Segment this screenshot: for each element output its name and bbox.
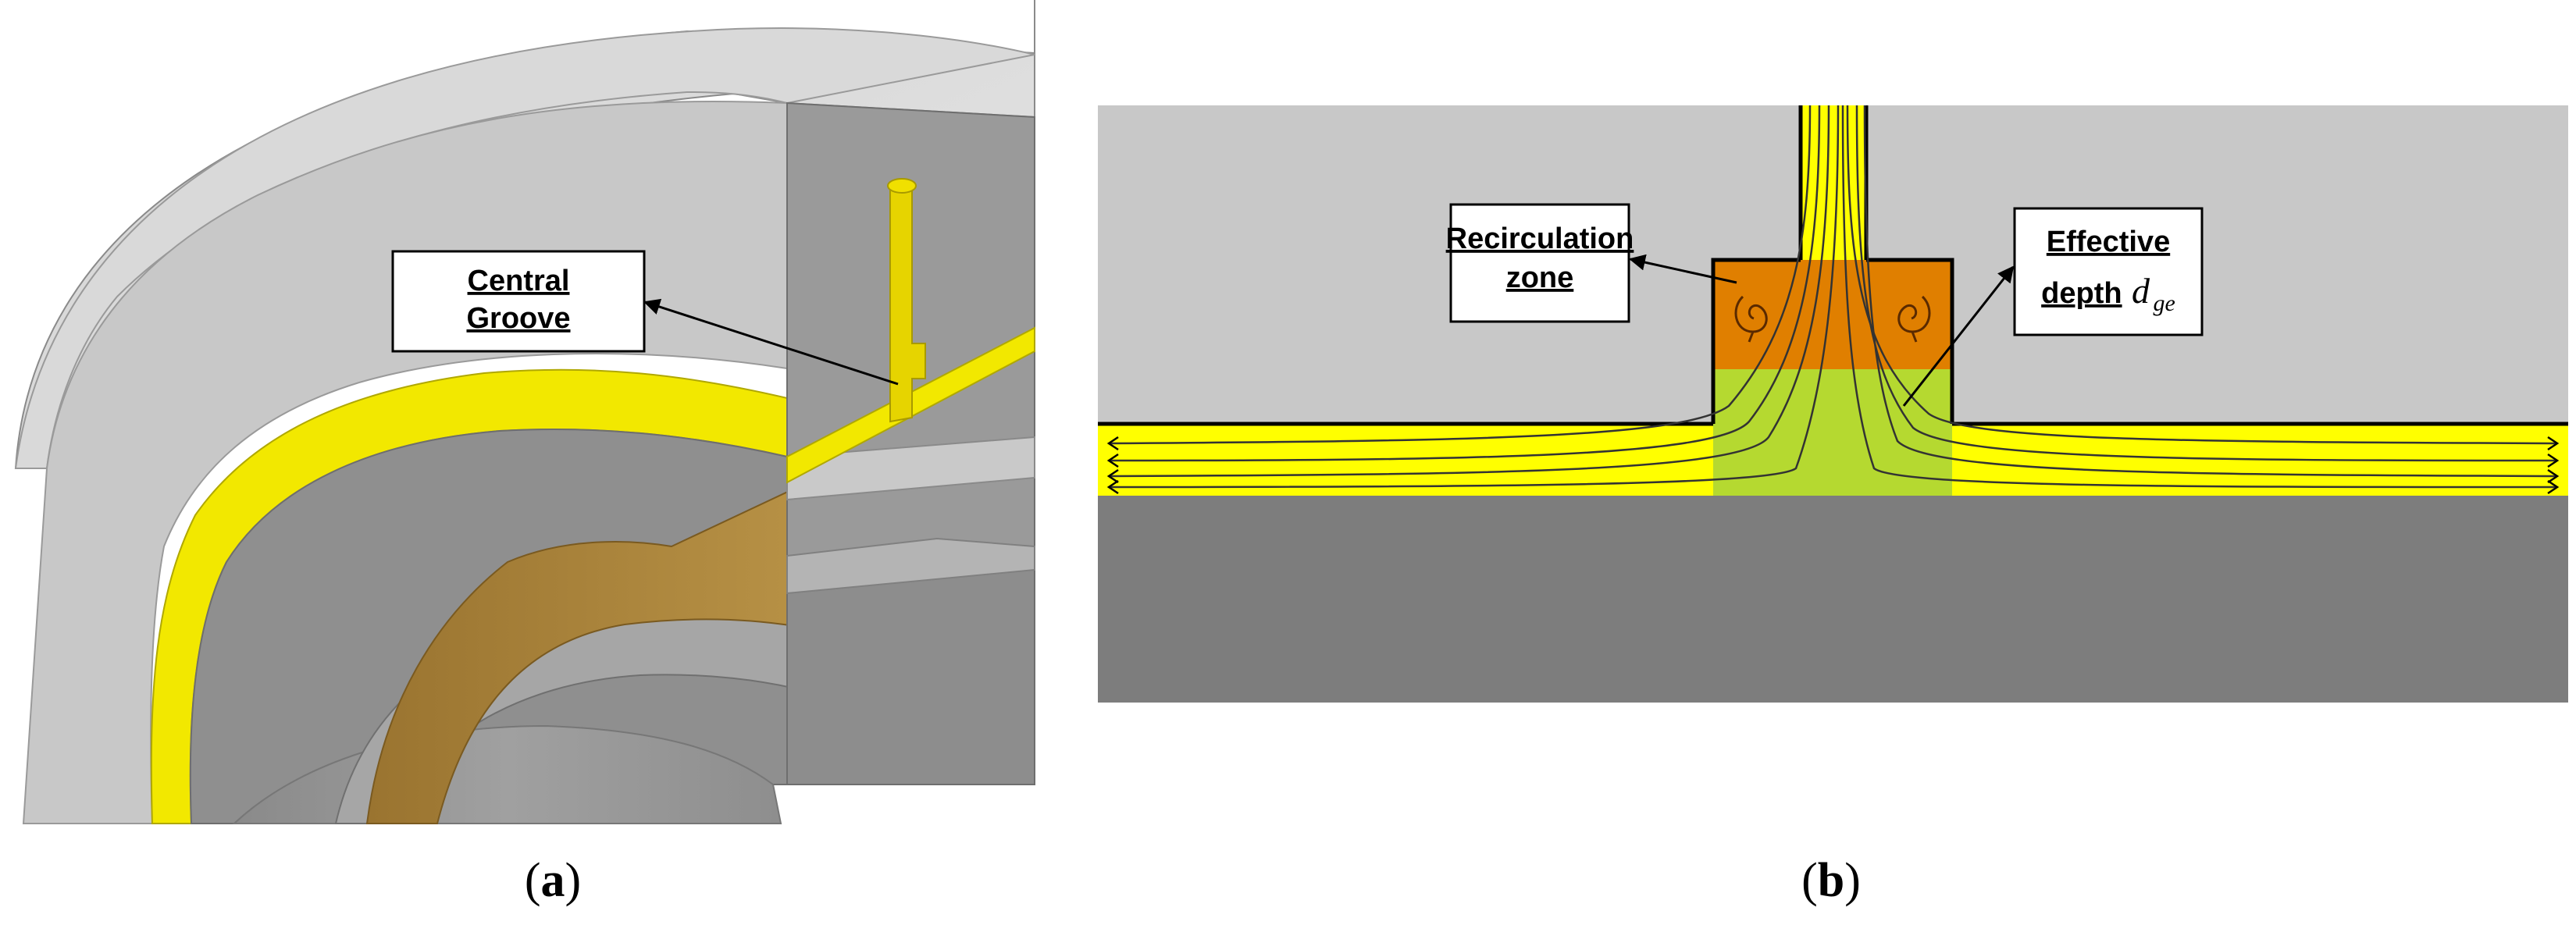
effective-depth-label-line1: Effective (2047, 226, 2170, 258)
panel-a-bearing-model (14, 0, 1035, 824)
feed-channel (1801, 105, 1866, 261)
journal-section (1098, 496, 2568, 703)
effective-depth-label: Effective depth d ge (1902, 207, 2204, 407)
groove-outline (1711, 258, 1954, 424)
vortex-left (1734, 295, 1768, 343)
effective-depth-label-line2: depth d ge (2041, 271, 2175, 316)
recirculation-arrow (1628, 254, 1737, 284)
caption-a: (a) (525, 854, 581, 907)
recirculation-label-line2: zone (1506, 261, 1574, 294)
streamlines (1108, 105, 2558, 489)
recirculation-label-line1: Recirculation (1446, 222, 1634, 255)
vortex-spirals (1734, 295, 1931, 343)
central-groove-label-line1: Central (468, 265, 570, 297)
effective-depth-arrow (1902, 265, 2015, 407)
recirculation-label: Recirculation zone (1446, 203, 1737, 323)
film-flow-arrows (1106, 436, 2560, 495)
caption-b: (b) (1801, 854, 1861, 907)
central-groove-label: Central Groove (391, 250, 899, 386)
central-groove-label-line2: Groove (466, 302, 570, 335)
central-groove-arrow (643, 298, 899, 386)
housing-block-lower-top (786, 537, 1035, 595)
effective-depth-zone (1713, 369, 1952, 496)
effective-depth-label-box (2013, 207, 2204, 336)
vortex-right (1897, 295, 1931, 343)
housing-gap (786, 436, 1035, 501)
panel-b-section (1098, 105, 2568, 703)
recirculation-label-box (1449, 203, 1630, 323)
groove-inlet (887, 178, 917, 194)
central-groove-label-box (391, 250, 646, 353)
central-groove (889, 183, 926, 423)
